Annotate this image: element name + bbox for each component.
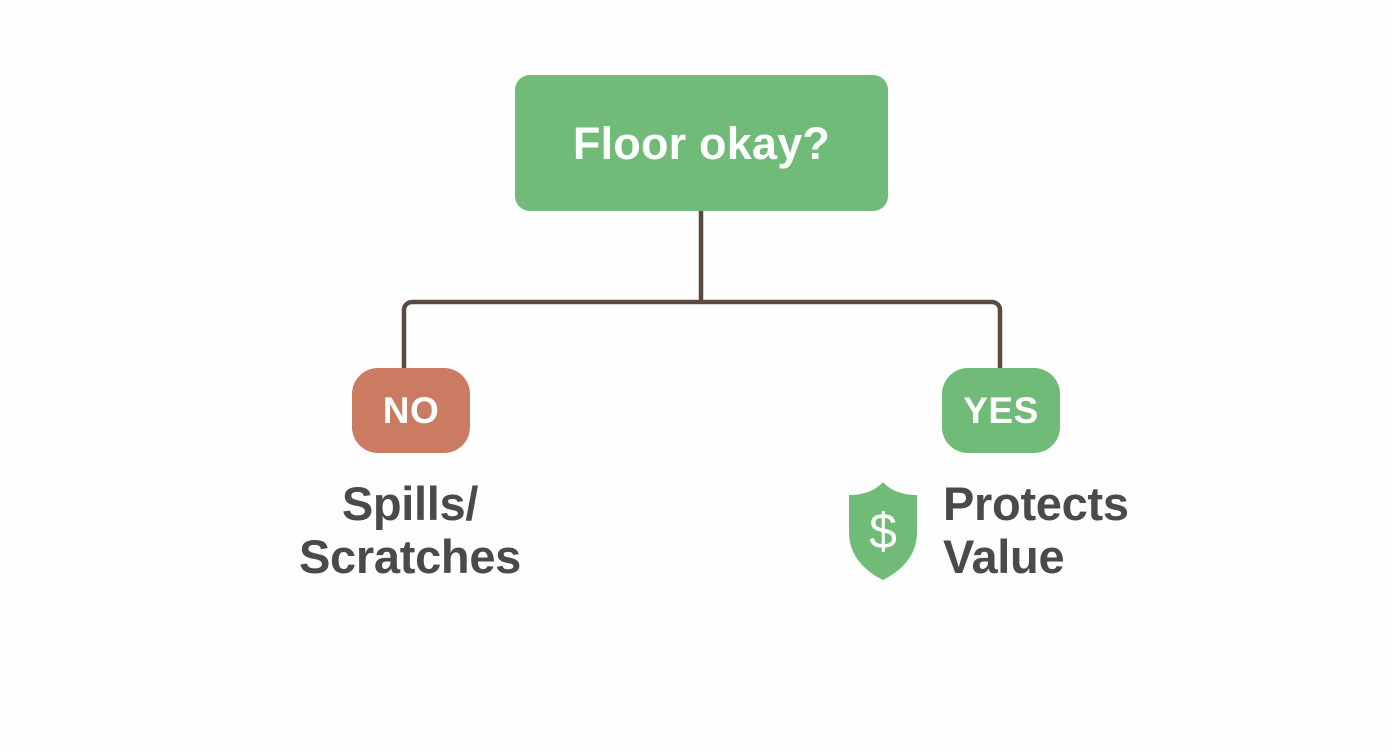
svg-text:$: $ (869, 503, 897, 559)
root-decision-node[interactable]: Floor okay? (515, 75, 888, 211)
outcome-no-label: Spills/ Scratches (299, 477, 521, 583)
branch-badge-yes-label: YES (963, 390, 1039, 431)
outcome-yes-label: Protects Value (943, 477, 1129, 583)
outcome-yes: $ Protects Value (845, 477, 1205, 583)
shield-dollar-icon: $ (849, 481, 917, 580)
root-decision-label: Floor okay? (572, 117, 831, 169)
branch-badge-yes[interactable]: YES (942, 368, 1060, 453)
connector-corner-right (991, 299, 1003, 311)
connector-path (401, 211, 1003, 370)
connector-corner-left (401, 299, 413, 311)
outcome-no: Spills/ Scratches (270, 477, 550, 583)
branch-badge-no-label: NO (382, 390, 440, 431)
branch-badge-no[interactable]: NO (352, 368, 470, 453)
